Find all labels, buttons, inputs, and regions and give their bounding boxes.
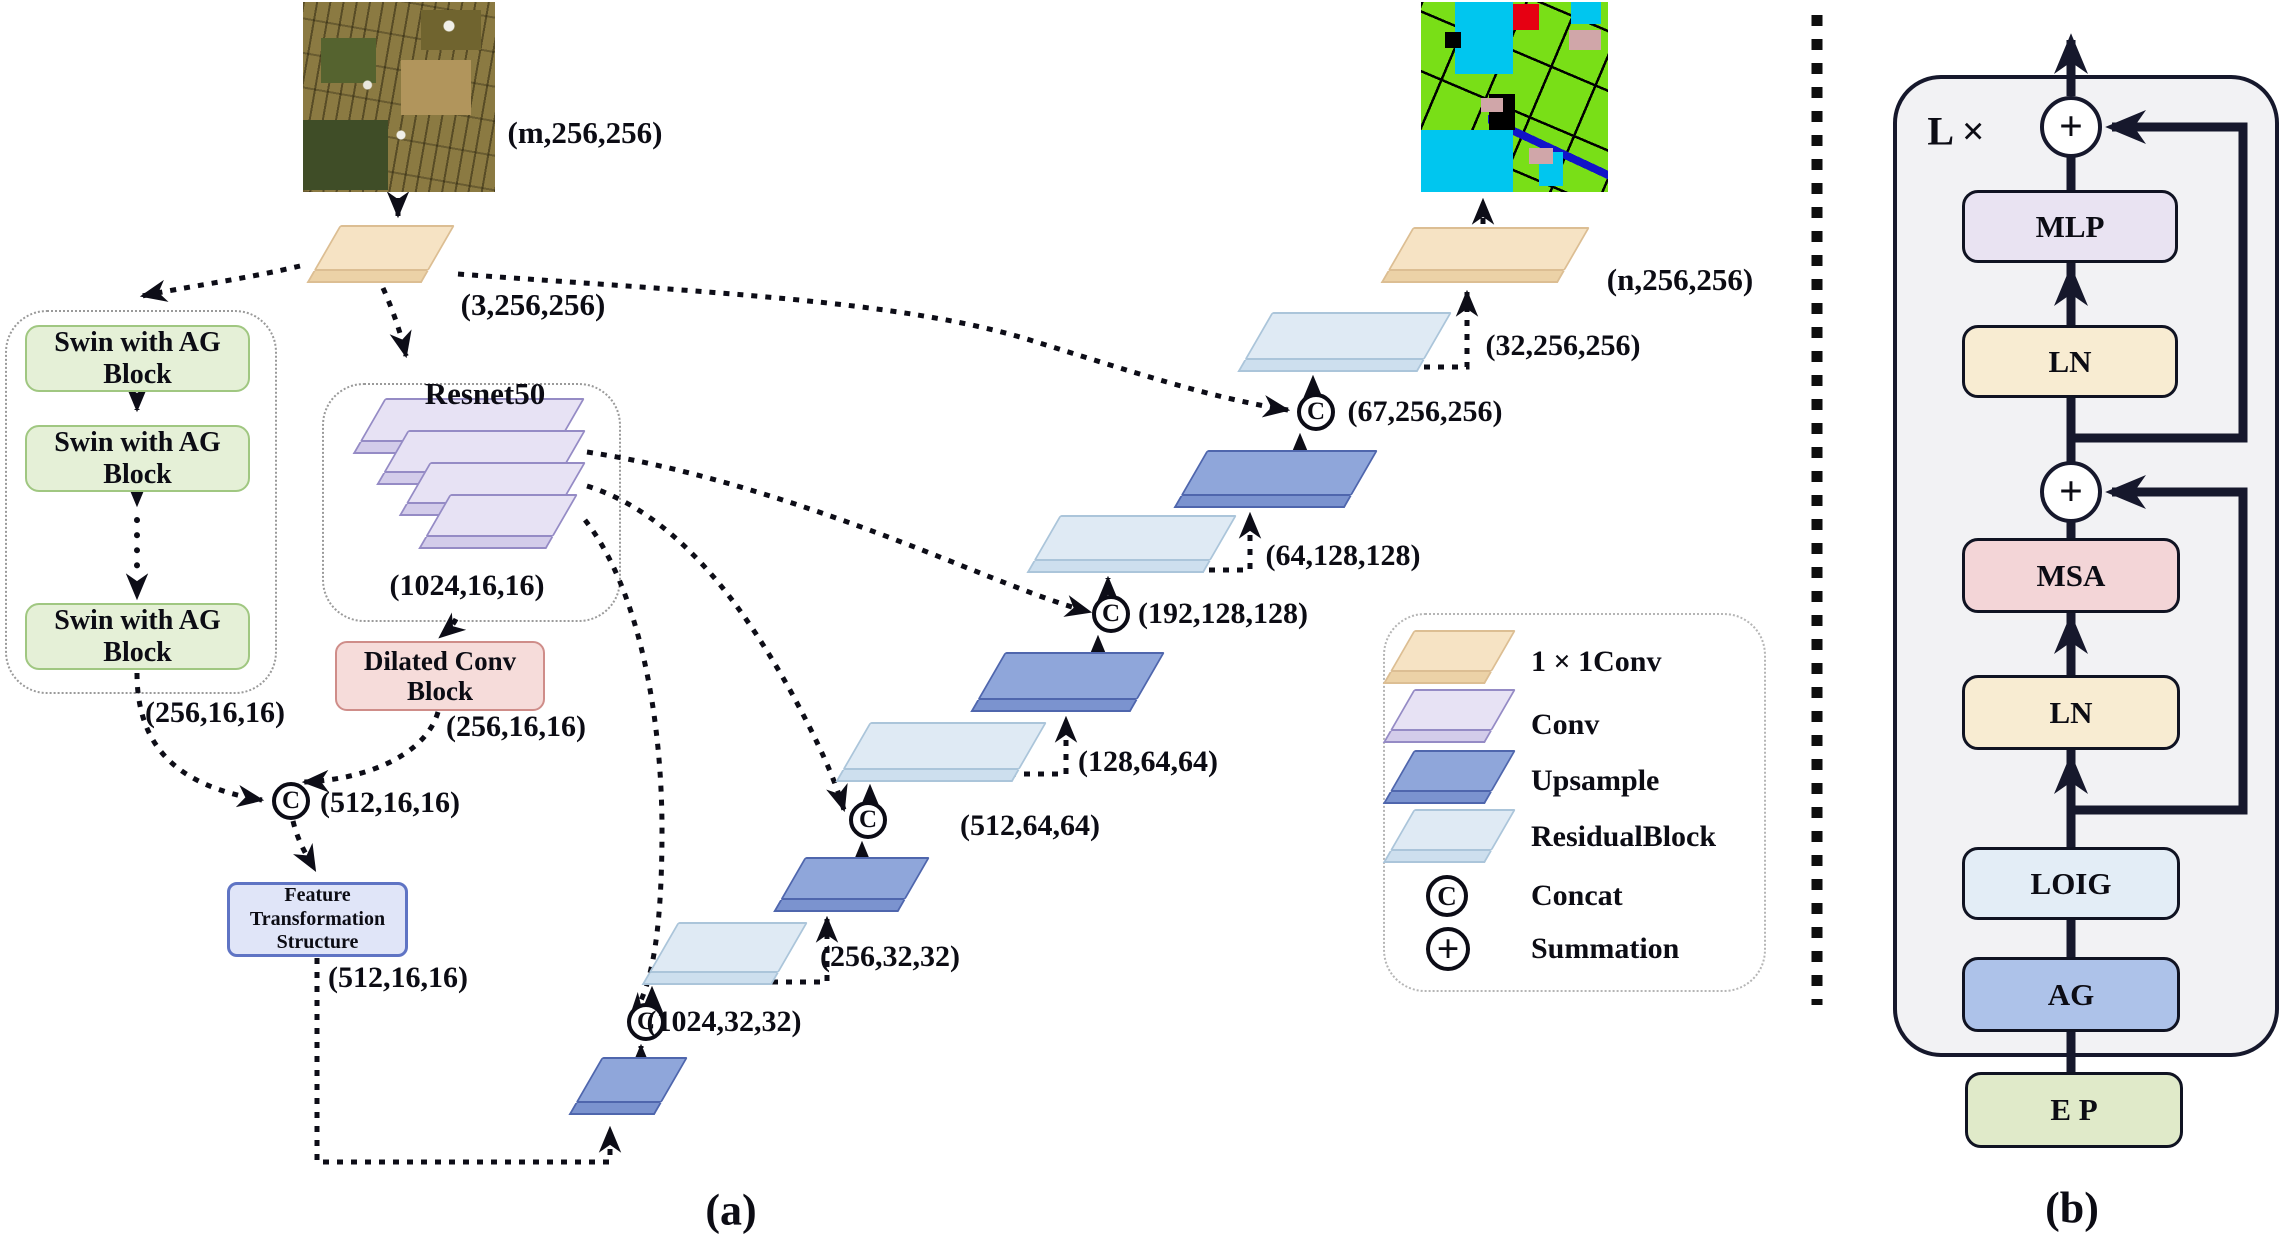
feature-transformation-box: Feature Transformation Structure bbox=[227, 882, 408, 957]
ln-bottom-block: LN bbox=[1962, 675, 2180, 750]
concat64-dims-label: (512,64,64) bbox=[960, 809, 1100, 842]
swin-block-1-line1: Swin with AG bbox=[54, 327, 221, 359]
after-conv-dims-label: (3,256,256) bbox=[460, 287, 606, 322]
skip-resnet1-to-concat128 bbox=[586, 449, 1093, 617]
residual64-dims-label: (128,64,64) bbox=[1078, 745, 1218, 778]
arrow-dilated-to-concat16 bbox=[301, 711, 441, 793]
swin-block-1: Swin with AG Block bbox=[25, 325, 250, 392]
swin-block-2: Swin with AG Block bbox=[25, 425, 250, 492]
ln-top-block: LN bbox=[1962, 325, 2178, 398]
swin-block-1-line2: Block bbox=[103, 358, 172, 390]
legend-summation-icon: + bbox=[1426, 927, 1470, 971]
residualblock-plate-1 bbox=[641, 922, 808, 985]
summation-node-top: + bbox=[2040, 96, 2102, 158]
upsample-plate-4 bbox=[1173, 450, 1378, 508]
summation-node-mid: + bbox=[2040, 461, 2102, 523]
output-image bbox=[1421, 2, 1608, 192]
residual128-dims-label: (64,128,128) bbox=[1265, 539, 1421, 572]
ag-block: AG bbox=[1962, 957, 2180, 1032]
residual256-dims-label: (32,256,256) bbox=[1485, 329, 1641, 362]
loig-block: LOIG bbox=[1962, 847, 2180, 920]
swin-block-3-line2: Block bbox=[103, 636, 172, 668]
input-dims-label: (m,256,256) bbox=[507, 115, 663, 150]
input-1x1conv-plate bbox=[306, 225, 455, 283]
swin-block-3-line1: Swin with AG bbox=[54, 605, 221, 637]
legend-label-residualblock: ResidualBlock bbox=[1531, 820, 1717, 853]
residualblock-plate-4 bbox=[1237, 312, 1452, 372]
upsample-plate-2 bbox=[773, 857, 930, 912]
output-dims-label: (n,256,256) bbox=[1606, 262, 1754, 297]
dilated-conv-line2: Block bbox=[406, 676, 473, 706]
dilated-output-dims-label: (256,16,16) bbox=[446, 710, 586, 743]
arrow-concat16-to-fts bbox=[290, 820, 318, 872]
concat256-dims-label: (67,256,256) bbox=[1347, 395, 1503, 428]
arrow-conv-to-swin bbox=[139, 263, 301, 302]
resnet-output-dims-label: (1024,16,16) bbox=[389, 569, 545, 602]
concat128-dims-label: (192,128,128) bbox=[1138, 597, 1308, 630]
resnet-title: Resnet50 bbox=[424, 376, 546, 411]
fts-line2: Transformation bbox=[249, 907, 386, 930]
input-image bbox=[303, 2, 495, 192]
swin-block-2-line1: Swin with AG bbox=[54, 427, 221, 459]
swin-output-dims-label: (256,16,16) bbox=[145, 696, 285, 729]
dilated-conv-line1: Dilated Conv bbox=[363, 645, 517, 676]
upsample-plate-1 bbox=[568, 1057, 688, 1115]
residual32-dims-label: (256,32,32) bbox=[820, 940, 960, 973]
legend-label-summation: Summation bbox=[1531, 932, 1680, 965]
arrow-conv-to-resnet bbox=[380, 286, 412, 359]
swin-block-3: Swin with AG Block bbox=[25, 603, 250, 670]
legend-label-conv: Conv bbox=[1531, 708, 1600, 741]
repeat-count-label: L × bbox=[1927, 108, 1985, 154]
panel-b-label: (b) bbox=[2045, 1183, 2099, 1233]
concat-node-256: C bbox=[1297, 393, 1335, 431]
skip-resnet2-to-concat64 bbox=[586, 483, 848, 813]
legend-concat-icon: C bbox=[1426, 875, 1468, 917]
panel-a-label: (a) bbox=[705, 1185, 757, 1235]
concat16-dims-label: (512,16,16) bbox=[320, 786, 460, 819]
concat32-dims-label: (1024,32,32) bbox=[646, 1005, 802, 1038]
swin-block-2-line2: Block bbox=[103, 458, 172, 490]
legend-label-conv1x1: 1 × 1Conv bbox=[1531, 645, 1662, 678]
msa-block: MSA bbox=[1962, 538, 2180, 613]
concat-node-16: C bbox=[272, 782, 310, 820]
output-1x1conv-plate bbox=[1380, 227, 1590, 283]
concat-node-128: C bbox=[1092, 595, 1130, 633]
residualblock-plate-3 bbox=[1026, 515, 1237, 573]
ep-block: E P bbox=[1965, 1072, 2183, 1148]
legend-label-upsample: Upsample bbox=[1531, 764, 1660, 797]
fts-output-dims-label: (512,16,16) bbox=[328, 961, 468, 994]
residualblock-plate-2 bbox=[835, 722, 1047, 782]
dilated-conv-block: Dilated Conv Block bbox=[335, 641, 545, 711]
fts-line3: Structure bbox=[276, 931, 359, 954]
upsample-plate-3 bbox=[970, 652, 1165, 712]
fts-line1: Feature bbox=[284, 884, 351, 907]
mlp-block: MLP bbox=[1962, 190, 2178, 263]
concat-node-64: C bbox=[849, 801, 887, 839]
legend-label-concat: Concat bbox=[1531, 879, 1623, 912]
